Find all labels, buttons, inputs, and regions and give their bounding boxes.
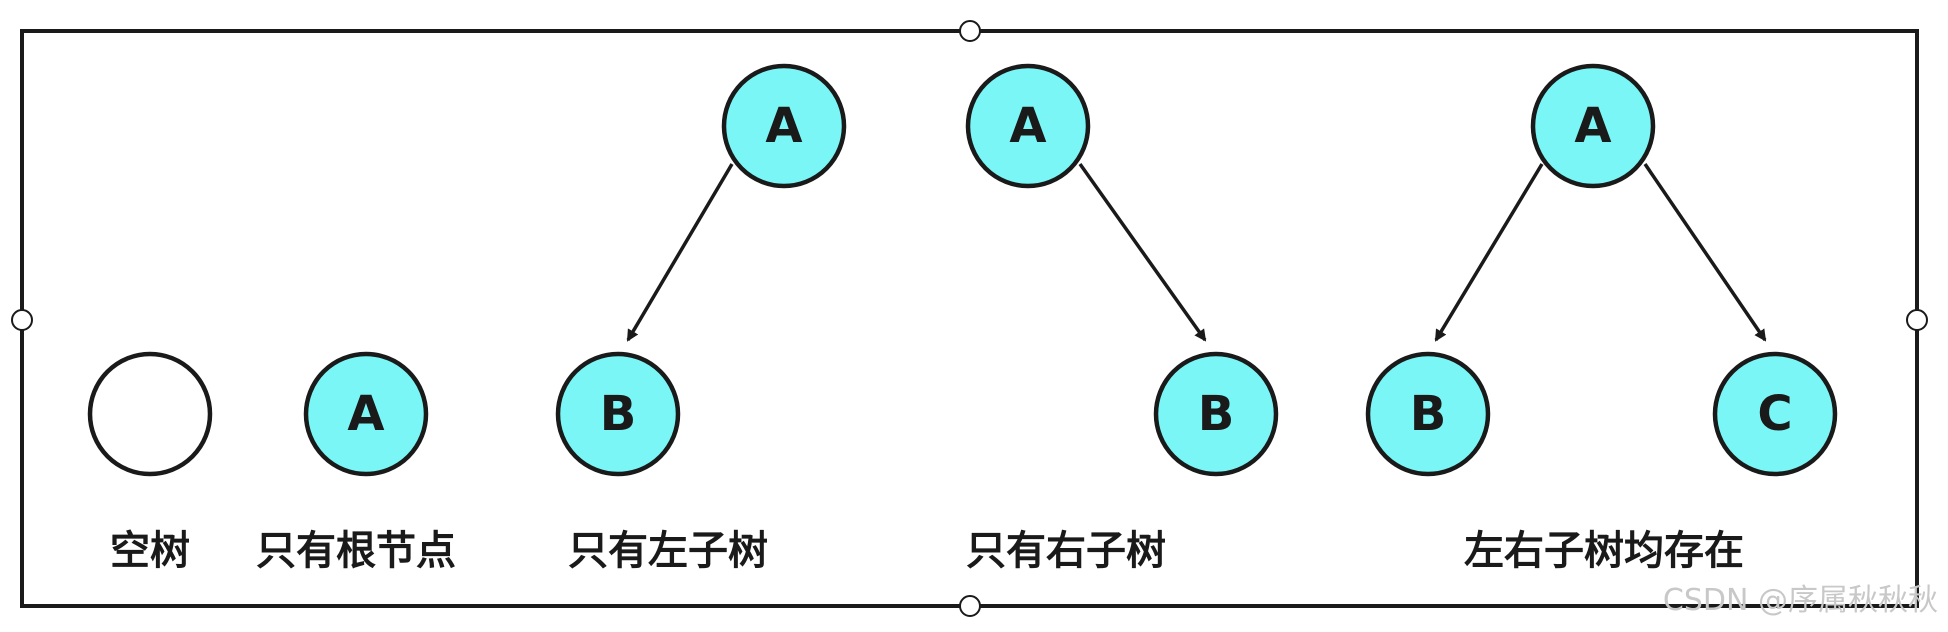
caption-both: 左右子树均存在 [1464,528,1744,574]
both-node-c [1712,351,1838,477]
caption-empty-tree: 空树 [110,528,190,574]
both-node-b [1365,351,1491,477]
both-node-c-label: C [1757,386,1792,442]
edge-both-a-c [1643,163,1767,342]
left-only-node-a [721,63,847,189]
resize-handle-right[interactable] [1906,309,1928,331]
right-only-node-a [965,63,1091,189]
left-only-node-b-label: B [600,386,637,442]
edge-right-only-a-b [1078,162,1207,342]
empty-tree-node [87,351,213,477]
both-node-a-label: A [1574,98,1611,154]
right-only-node-b [1153,351,1279,477]
root-only-node-a [303,351,429,477]
both-node-a [1530,63,1656,189]
watermark: CSDN @序属秋秋秋 [1663,583,1938,618]
resize-handle-bottom[interactable] [959,595,981,617]
left-only-node-a-label: A [765,98,802,154]
edge-left-only-a-b [626,163,734,342]
resize-handle-top[interactable] [959,20,981,42]
left-only-node-b [555,351,681,477]
right-only-node-a-label: A [1009,98,1046,154]
right-only-node-b-label: B [1198,386,1235,442]
resize-handle-left[interactable] [11,309,33,331]
edge-both-a-b [1434,163,1544,342]
caption-root-only: 只有根节点 [256,528,456,574]
caption-left-only: 只有左子树 [568,528,768,574]
root-only-node-a-label: A [347,386,384,442]
both-node-b-label: B [1410,386,1447,442]
caption-right-only: 只有右子树 [966,528,1166,574]
